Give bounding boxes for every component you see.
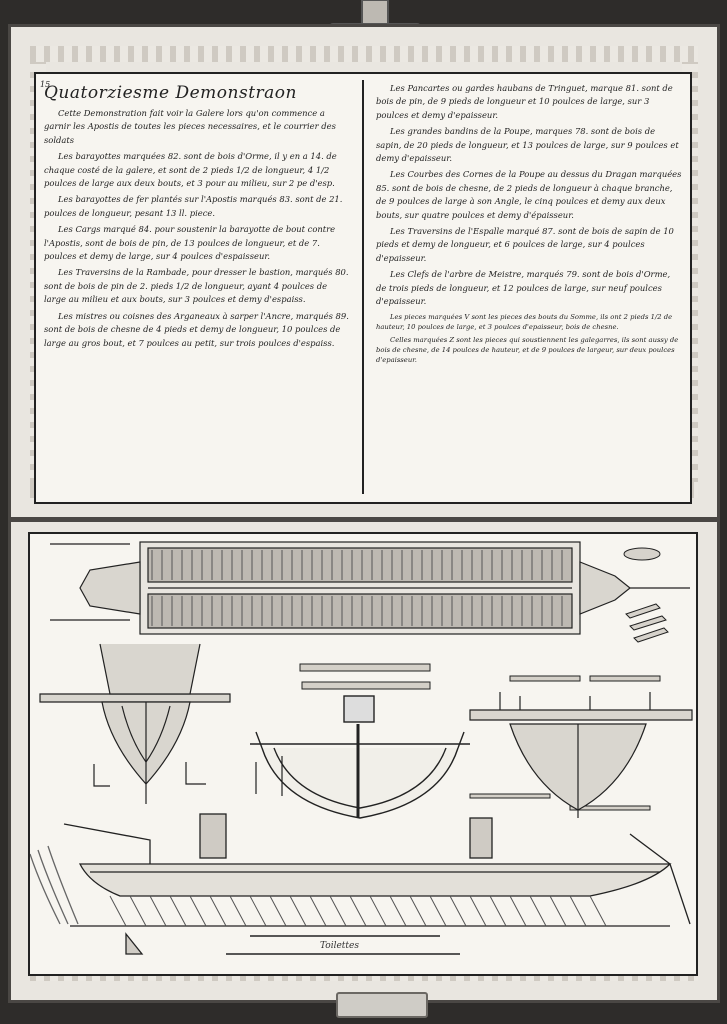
column-divider	[362, 80, 364, 494]
transverse-section	[250, 695, 470, 819]
intro-paragraph: Cette Demonstration fait voir la Galere …	[44, 108, 336, 145]
brackets	[93, 756, 283, 796]
right-paragraph: Les Clefs de l'arbre de Meistre, marqués…	[376, 269, 671, 307]
loose-pieces	[623, 547, 669, 643]
side-elevation	[30, 813, 691, 955]
right-paragraph: Les Pancartes ou gardes haubans de Tring…	[376, 83, 673, 120]
right-paragraph: Les grandes bandins de la Poupe, marques…	[376, 126, 679, 164]
page-number: 15	[40, 80, 51, 89]
timbers	[299, 663, 661, 811]
left-paragraph: Les mistres ou coisnes des Arganeaux à s…	[44, 310, 349, 348]
right-paragraph: Les Courbes des Cornes de la Poupe au de…	[376, 169, 682, 220]
engraving-plate: Toilettes	[28, 532, 698, 976]
page-title: Quatorziesme Demonstraon	[44, 83, 297, 103]
scale-bars	[226, 935, 460, 955]
text-page: 15 Quatorziesme Demonstraon Cette Demons…	[34, 72, 692, 504]
binder-clip-bottom-icon	[336, 992, 428, 1018]
left-paragraph: Les barayottes de fer plantés sur l'Apos…	[44, 194, 343, 218]
left-paragraph: Les Cargs marqué 84. pour soustenir la b…	[44, 224, 336, 262]
galley-engraving: Toilettes	[30, 541, 693, 955]
stern-elevation	[39, 643, 231, 804]
footnote: Celles marquées Z sont les pieces qui so…	[376, 335, 679, 364]
left-column: 15 Quatorziesme Demonstraon Cette Demons…	[40, 80, 350, 353]
right-paragraph: Les Traversins de l'Espalle marqué 87. s…	[376, 226, 674, 263]
scale-label: Toilettes	[320, 941, 359, 951]
footnote: Les pieces marquées V sont les pieces de…	[376, 312, 673, 331]
left-paragraph: Les barayottes marquées 82. sont de bois…	[44, 151, 337, 189]
footnotes: Les pieces marquées V sont les pieces de…	[376, 312, 682, 365]
right-column: Les Pancartes ou gardes haubans de Tring…	[376, 82, 682, 368]
bow-section	[469, 692, 693, 818]
left-paragraph: Les Traversins de la Rambade, pour dress…	[44, 267, 349, 305]
hull-plan-view	[50, 541, 690, 635]
